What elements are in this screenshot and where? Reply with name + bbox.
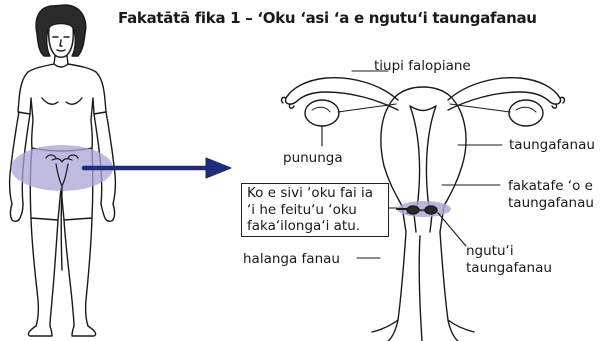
label-ovary: pununga: [283, 150, 343, 166]
body-vaginal-line: [61, 188, 62, 270]
collar: [54, 64, 68, 67]
callout-line-2: ‘i he feitu‘u ‘oku: [247, 202, 383, 219]
fallopian-tube-left: [286, 78, 398, 110]
label-fallopian-tube: tiupi falopiane: [374, 58, 471, 74]
hand-left: [11, 204, 24, 221]
label-cervix-line2: taungafanau: [466, 260, 552, 276]
ovary-right: [509, 100, 543, 126]
hand-right: [101, 204, 115, 221]
shirt: [18, 64, 106, 151]
feet: [28, 326, 95, 336]
ovary-left: [305, 100, 339, 126]
label-cervix-line1: ngutu‘i: [466, 243, 514, 259]
callout-line-1: Ko e sivi ‘oku fai ia: [247, 185, 383, 202]
callout-box: Ko e sivi ‘oku fai ia ‘i he feitu‘u ‘oku…: [241, 183, 389, 237]
label-vagina: halanga fanau: [243, 251, 340, 267]
label-uterine-wall-line2: taungafanau: [508, 195, 594, 211]
callout-line-3: faka‘ilonga‘i atu.: [247, 218, 383, 235]
chest: [42, 98, 82, 104]
fimbriae-left: [282, 97, 294, 108]
fimbriae-right: [552, 97, 564, 108]
leader-cervix: [438, 213, 466, 246]
uterus-inner: [410, 106, 436, 214]
vagina-walls: [388, 232, 458, 341]
label-uterus: taungafanau: [509, 137, 595, 153]
label-uterine-wall-line1: fakatafe ‘o e: [508, 178, 593, 194]
fallopian-tube-right: [448, 78, 560, 110]
figure-title: Fakatātā fika 1 – ‘Oku ‘asi ‘a e ngutu‘i…: [118, 9, 537, 27]
